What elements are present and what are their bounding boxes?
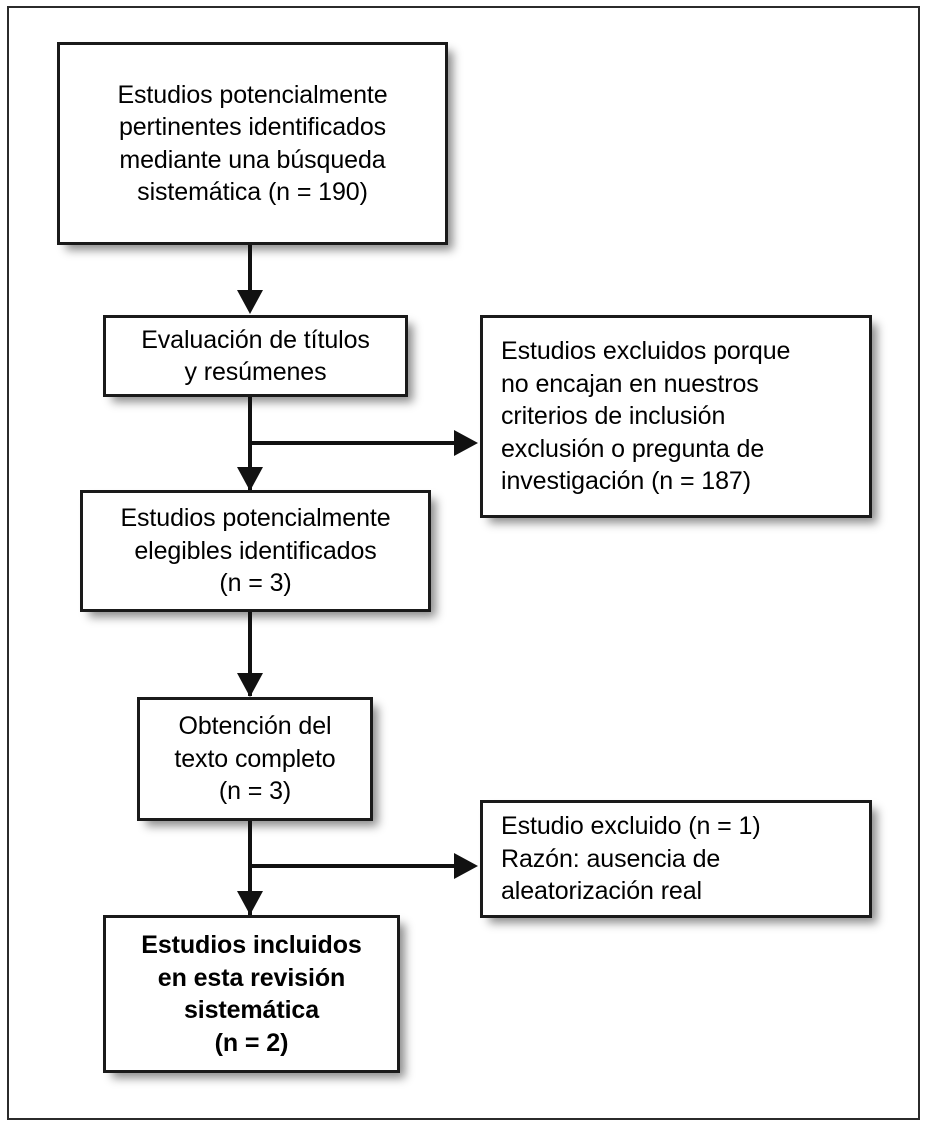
node-title-abstract-screening: Evaluación de títulos y resúmenes xyxy=(103,315,408,397)
node-study-excluded-fulltext: Estudio excluido (n = 1) Razón: ausencia… xyxy=(480,800,872,918)
node-studies-included: Estudios incluidos en esta revisión sist… xyxy=(103,915,400,1073)
node-studies-included-label: Estudios incluidos en esta revisión sist… xyxy=(141,931,362,1057)
connector-identified-to-screening-line xyxy=(248,245,252,305)
node-potentially-eligible: Estudios potencialmente elegibles identi… xyxy=(80,490,431,612)
connector-eligible-to-fulltext-line xyxy=(248,612,252,696)
node-studies-identified-label: Estudios potencialmente pertinentes iden… xyxy=(117,80,388,207)
connector-fulltext-to-included-line xyxy=(248,821,252,915)
connector-screening-to-eligible-arrowhead xyxy=(237,467,263,491)
node-full-text-retrieval: Obtención del texto completo (n = 3) xyxy=(137,697,373,821)
node-studies-excluded-screening-label: Estudios excluidos porque no encajan en … xyxy=(501,337,791,496)
node-study-excluded-fulltext-label: Estudio excluido (n = 1) Razón: ausencia… xyxy=(501,812,761,906)
node-title-abstract-screening-label: Evaluación de títulos y resúmenes xyxy=(141,325,370,387)
connector-screening-to-excluded-line xyxy=(248,441,458,445)
node-studies-identified: Estudios potencialmente pertinentes iden… xyxy=(57,42,448,245)
connector-screening-to-excluded-arrowhead xyxy=(454,430,478,456)
node-potentially-eligible-label: Estudios potencialmente elegibles identi… xyxy=(120,504,391,598)
connector-fulltext-to-excluded-arrowhead xyxy=(454,853,478,879)
node-studies-excluded-screening: Estudios excluidos porque no encajan en … xyxy=(480,315,872,518)
node-full-text-retrieval-label: Obtención del texto completo (n = 3) xyxy=(174,712,336,806)
connector-fulltext-to-excluded-line xyxy=(248,864,458,868)
connector-identified-to-screening-arrowhead xyxy=(237,290,263,314)
connector-eligible-to-fulltext-arrowhead xyxy=(237,673,263,697)
connector-fulltext-to-included-arrowhead xyxy=(237,891,263,915)
